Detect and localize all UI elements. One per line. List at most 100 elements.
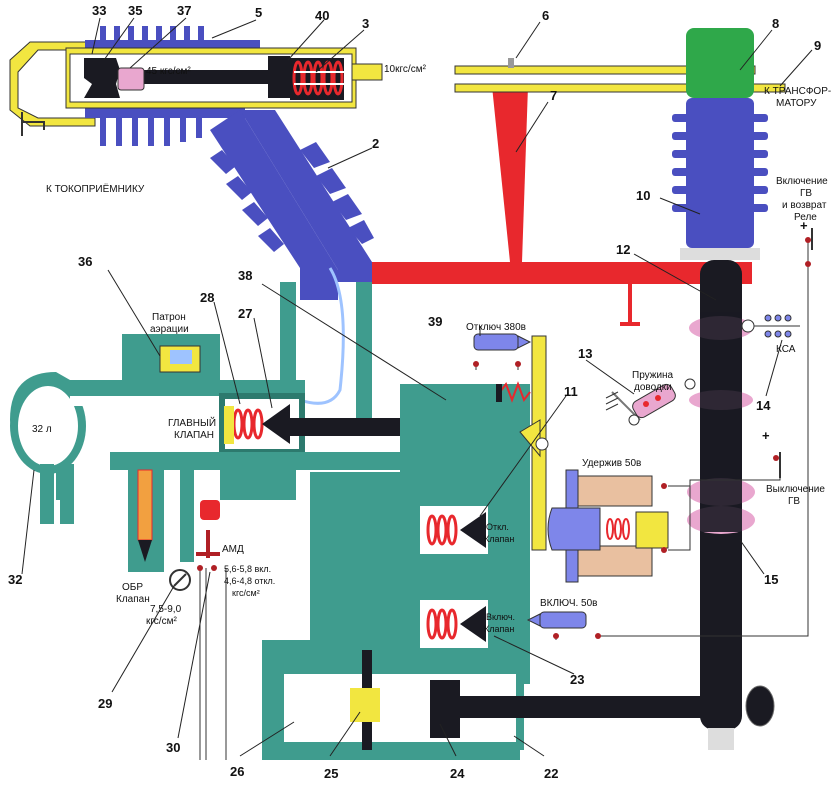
lever-arm [492,86,528,262]
off-valve-11 [426,512,486,548]
label-spring-1: Пружина [632,370,674,381]
ksa-contact [774,330,782,338]
label-hold-50: Удержив 50в [582,458,641,469]
air-tank-inner [18,386,78,466]
pantograph-lead [21,112,45,136]
obr-valve-spring [137,469,153,541]
amd-plunger [206,530,210,558]
spring-13 [605,378,696,426]
callout-5: 5 [255,5,262,20]
column-outer [240,110,372,282]
text-labels: 45 кгс/см² 10кгс/см² К ТОКОПРИЁМНИКУ К Т… [32,64,831,634]
control-wiring [197,228,813,760]
lever-stop-foot [620,322,640,326]
callout-37: 37 [177,3,191,18]
main-valve-plug-27 [262,404,290,444]
callout-35: 35 [128,3,142,18]
contact-chamber [9,26,383,146]
main-valve-seat [224,406,234,444]
drive-lever [372,86,752,326]
hold-coil-block [547,469,669,583]
shaft-bottom-cam [745,685,775,727]
spring-13-anchor [605,391,619,411]
callout-29: 29 [98,696,112,711]
callout-39: 39 [428,314,442,329]
aeration-filter [170,350,192,364]
label-enable-gv-4: Реле [794,212,817,223]
callout-23: 23 [570,672,584,687]
bus-bars [454,58,786,93]
callout-32: 32 [8,572,22,587]
column-fins-left [210,150,284,252]
hold-coil-lower [577,545,653,577]
air-line-blue [299,267,345,405]
spring-3-core [294,71,344,85]
callout-26: 26 [230,764,244,779]
insulator-column [210,110,374,300]
lever-stop [628,284,632,324]
shaft-assembly [672,28,775,750]
label-disable-gv-2: ГВ [788,496,800,507]
callout-3: 3 [362,16,369,31]
label-off-valve-2: Клапан [484,534,514,544]
callout-15: 15 [764,572,778,587]
label-enable-gv-3: и возврат [782,200,827,211]
trip-coil-plunger [517,335,532,349]
on-coil-body [539,611,587,629]
pressure-gauge [169,569,191,591]
on-coil [526,611,587,629]
label-main-valve-2: КЛАПАН [174,430,214,441]
shaft-insulator-base [680,248,760,260]
callout-36: 36 [78,254,92,269]
piston-head [268,56,290,98]
label-plus-bottom: + [762,428,770,443]
callout-30: 30 [166,740,180,755]
callout-numbers: 33 35 37 5 40 3 2 6 7 8 9 10 12 13 14 15… [8,3,821,781]
shaft-insulator-fins [672,114,768,212]
amd-base [196,552,220,556]
callout-25: 25 [324,766,338,781]
nozzle [117,67,145,91]
callout-24: 24 [450,766,465,781]
label-enable-gv-1: Включение [776,176,828,187]
label-gauge-2: кгс/см² [146,616,177,627]
callout-27: 27 [238,306,252,321]
shaft-foot [708,728,734,750]
ksa-contact [784,314,792,322]
label-amd-unit: кгс/см² [232,588,260,598]
callout-40: 40 [315,8,329,23]
callout-2: 2 [372,136,379,151]
callout-14: 14 [756,398,771,413]
pneumatic-body [10,267,530,760]
label-plus-top: + [800,218,808,233]
bus-bar-9 [454,83,786,93]
label-to-pantograph: К ТОКОПРИЁМНИКУ [46,183,145,195]
moving-contact [84,58,120,98]
on-coil-plunger [526,613,541,627]
ksa-contact [764,314,772,322]
callout-38: 38 [238,268,252,283]
label-gauge-1: 7,5-9,0 [150,604,182,615]
pipe-right [356,282,372,432]
hold-coil-upper [577,475,653,507]
tank-leg-1 [40,464,54,524]
tank-leg-2 [60,464,74,524]
label-tank-volume: 32 л [32,424,52,435]
label-on-50: ВКЛЮЧ. 50в [540,598,598,609]
label-ksa: КСА [776,344,796,355]
callout-9: 9 [814,38,821,53]
callout-10: 10 [636,188,650,203]
ksa-block [754,314,800,338]
drive-rod-24 [430,680,460,738]
label-aeration-1: Патрон [152,312,186,323]
spring-3 [292,60,344,96]
label-pressure-10: 10кгс/см² [384,64,427,75]
tank-to-valves [70,396,305,406]
label-amd: АМД [222,544,244,555]
ksa-contact [774,314,782,322]
hold-armature [547,507,601,551]
bottom-insulator-fins [100,116,202,146]
bus-bar-8 [454,65,756,75]
trip-coil-spring [499,381,531,403]
callout-33: 33 [92,3,106,18]
